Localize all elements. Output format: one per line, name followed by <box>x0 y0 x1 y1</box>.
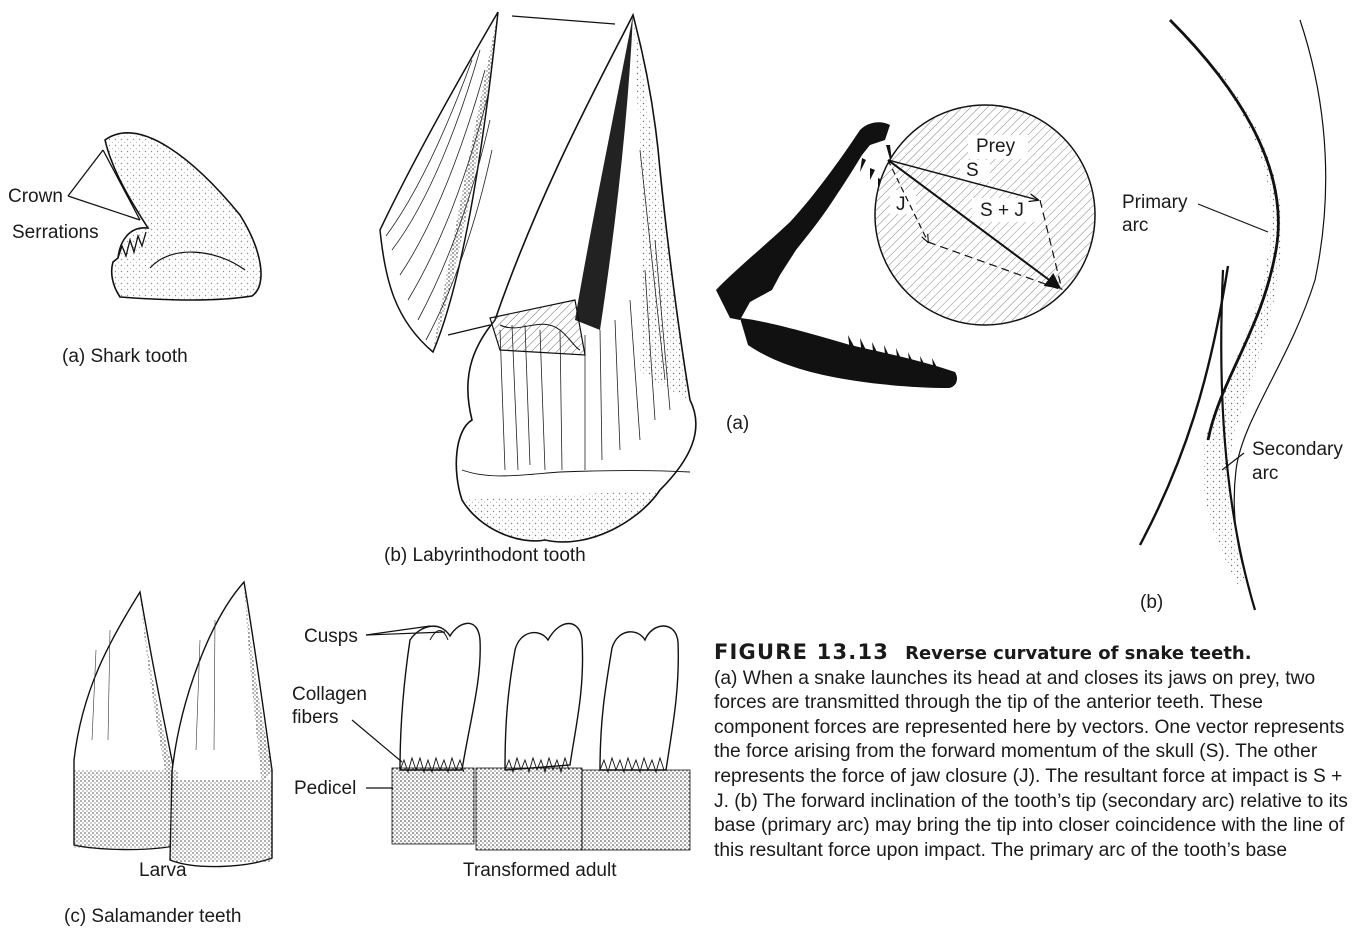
crown-leader-line <box>68 150 103 196</box>
salamander-caption: (c) Salamander teeth <box>64 906 241 928</box>
figure-caption: FIGURE 13.13 Reverse curvature of snake … <box>714 640 1354 863</box>
shark-tooth-drawing <box>68 133 261 300</box>
figure-title: Reverse curvature of snake teeth. <box>905 643 1251 664</box>
salamander-larva-teeth-drawing <box>74 582 272 867</box>
primary-arc-label-line1: Primary <box>1122 192 1187 214</box>
transformed-adult-label: Transformed adult <box>463 860 616 882</box>
s-vector-label: S <box>966 160 979 182</box>
tooth-curvature-drawing <box>1140 20 1326 610</box>
snake-a-caption: (a) <box>726 413 749 435</box>
snake-b-caption: (b) <box>1140 592 1163 614</box>
crown-label: Crown <box>8 186 63 208</box>
s-plus-j-label: S + J <box>980 200 1024 222</box>
secondary-arc-label-line2: arc <box>1252 463 1278 485</box>
labyrinthodont-caption: (b) Labyrinthodont tooth <box>384 545 586 567</box>
larva-label: Larva <box>139 860 187 882</box>
salamander-adult-teeth-drawing <box>352 623 690 850</box>
j-vector-label: J <box>896 194 906 216</box>
collagen-label-line2: fibers <box>292 707 338 729</box>
primary-arc-label-line2: arc <box>1122 215 1148 237</box>
pedicel-label: Pedicel <box>294 778 356 800</box>
prey-label: Prey <box>976 136 1015 158</box>
serrations-label: Serrations <box>12 222 99 244</box>
snake-skull-drawing <box>716 105 1095 388</box>
figure-number: FIGURE 13.13 <box>714 640 889 664</box>
labyrinthodont-tooth-drawing <box>380 12 696 542</box>
shark-tooth-caption: (a) Shark tooth <box>62 346 188 368</box>
secondary-arc-label-line1: Secondary <box>1252 439 1343 461</box>
figure-caption-text: (a) When a snake launches its head at an… <box>714 667 1354 864</box>
cusps-label: Cusps <box>304 626 358 648</box>
collagen-label-line1: Collagen <box>292 684 367 706</box>
